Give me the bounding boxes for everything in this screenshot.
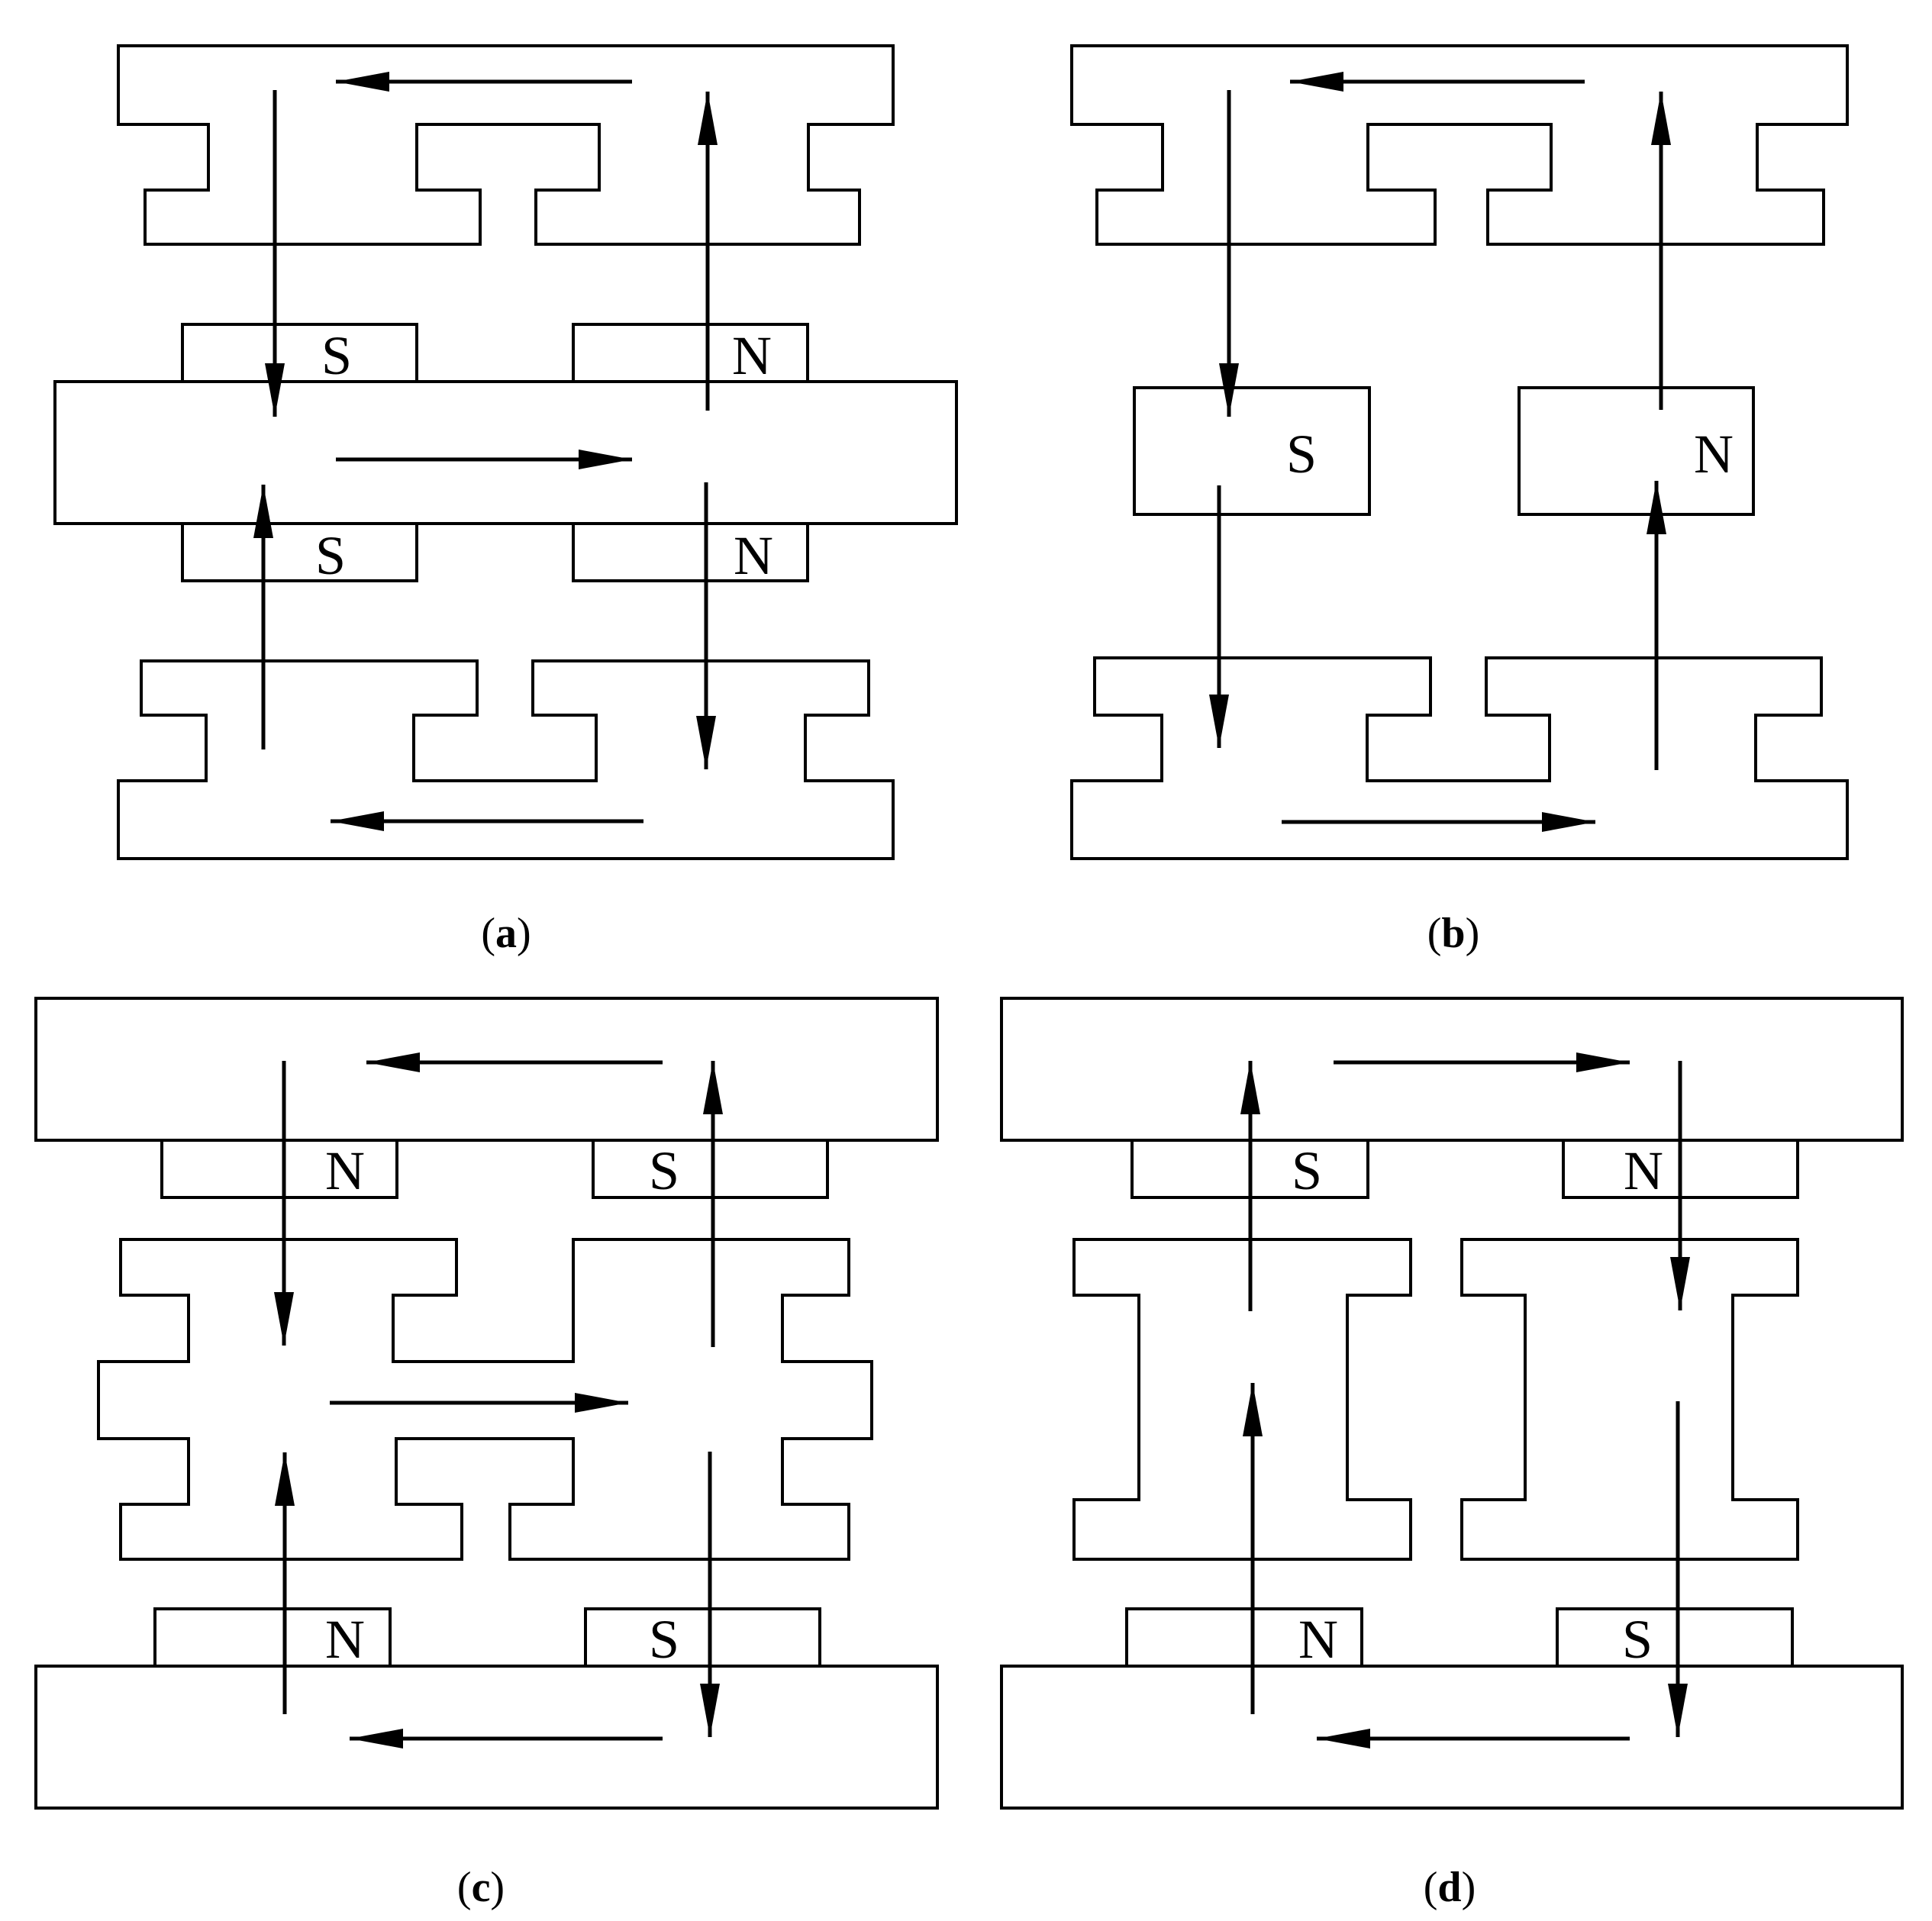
panel-c-magnet-bottom-right bbox=[584, 1607, 821, 1668]
panel-a-center-bar bbox=[53, 380, 958, 525]
panel-d-magnet-bottom-right bbox=[1556, 1607, 1794, 1668]
panel-a-magnet-bottom-right bbox=[572, 521, 809, 582]
panel-d-left-core bbox=[1072, 1238, 1412, 1561]
panel-a-magnet-top-right bbox=[572, 323, 809, 385]
panel-b-pole-label: N bbox=[1694, 424, 1734, 485]
panel-c-pole-label: S bbox=[649, 1609, 679, 1670]
panel-c-magnet-top-left bbox=[160, 1139, 398, 1199]
panel-c-center-core bbox=[97, 1238, 873, 1561]
panel-a-pole-label: N bbox=[734, 525, 773, 586]
panel-a-magnet-top-left bbox=[181, 323, 418, 385]
panel-a-bottom-yoke bbox=[117, 659, 895, 860]
panel-d-caption: (d) bbox=[1424, 1864, 1476, 1911]
panel-c-pole-label: N bbox=[325, 1140, 365, 1201]
panel-c-top-bar bbox=[34, 997, 939, 1142]
panel-c-magnet-top-right bbox=[592, 1139, 829, 1199]
panel-d: S N N S (d) bbox=[1000, 997, 1904, 1911]
panel-b-pole-label: S bbox=[1286, 424, 1317, 485]
panel-d-pole-label: S bbox=[1622, 1609, 1653, 1670]
panel-c-pole-label: N bbox=[325, 1609, 365, 1670]
panel-d-magnet-bottom-left bbox=[1125, 1607, 1363, 1668]
panel-a-pole-label: S bbox=[315, 525, 346, 586]
panel-b-magnet-right bbox=[1518, 386, 1755, 516]
panel-c-pole-label: S bbox=[649, 1140, 679, 1201]
panel-d-pole-label: N bbox=[1298, 1609, 1338, 1670]
panel-b-bottom-yoke bbox=[1070, 656, 1849, 860]
panel-a-magnet-bottom-left bbox=[181, 521, 418, 582]
panel-b-top-yoke bbox=[1070, 44, 1849, 246]
panel-b-caption: (b) bbox=[1427, 910, 1479, 957]
panel-c: N S N S (c) bbox=[34, 997, 939, 1911]
panel-a-caption: (a) bbox=[481, 910, 531, 957]
panel-b-magnet-left bbox=[1133, 386, 1371, 516]
panel-a-top-yoke bbox=[117, 44, 895, 246]
panel-d-right-core bbox=[1460, 1238, 1799, 1561]
panel-a: S N S N (a) bbox=[53, 44, 958, 957]
panel-d-pole-label: S bbox=[1292, 1140, 1322, 1201]
panel-d-pole-label: N bbox=[1624, 1140, 1663, 1201]
panel-c-caption: (c) bbox=[457, 1864, 505, 1911]
panel-d-top-bar bbox=[1000, 997, 1904, 1142]
panel-c-bottom-bar bbox=[34, 1665, 939, 1810]
panel-a-pole-label: N bbox=[732, 325, 772, 386]
panel-a-pole-label: S bbox=[321, 325, 352, 386]
panel-b: S N (b) bbox=[1070, 44, 1849, 957]
